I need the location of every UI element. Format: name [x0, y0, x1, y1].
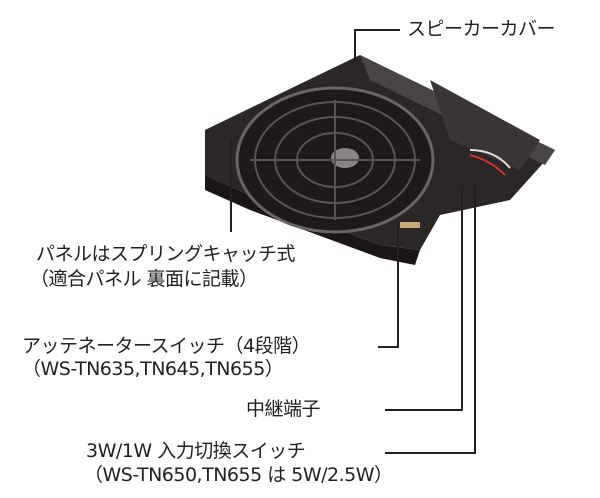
leader-speaker-cover: [354, 29, 400, 62]
leader-attenuator: [378, 222, 399, 348]
label-relay-terminal: 中継端子: [246, 398, 321, 420]
wires: [400, 149, 511, 228]
leader-input-switch: [385, 182, 476, 454]
terminal-block: [400, 222, 420, 228]
label-input-switch-line2: （WS-TN650,TN655 は 5W/2.5W）: [84, 464, 393, 486]
leader-lines: [230, 29, 476, 454]
label-speaker-cover: スピーカーカバー: [407, 18, 556, 40]
label-attenuator-line1: アッテネータースイッチ（4段階）: [22, 335, 311, 357]
label-panel-line1: パネルはスプリングキャッチ式: [36, 243, 296, 265]
speaker-grille: [235, 86, 435, 234]
label-panel-line2: （適合パネル 裏面に記載）: [30, 268, 258, 290]
leader-relay-terminal: [385, 188, 463, 411]
label-input-switch-line1: 3W/1W 入力切換スイッチ: [86, 440, 306, 462]
label-attenuator-line2: （WS-TN635,TN645,TN655）: [22, 358, 284, 380]
